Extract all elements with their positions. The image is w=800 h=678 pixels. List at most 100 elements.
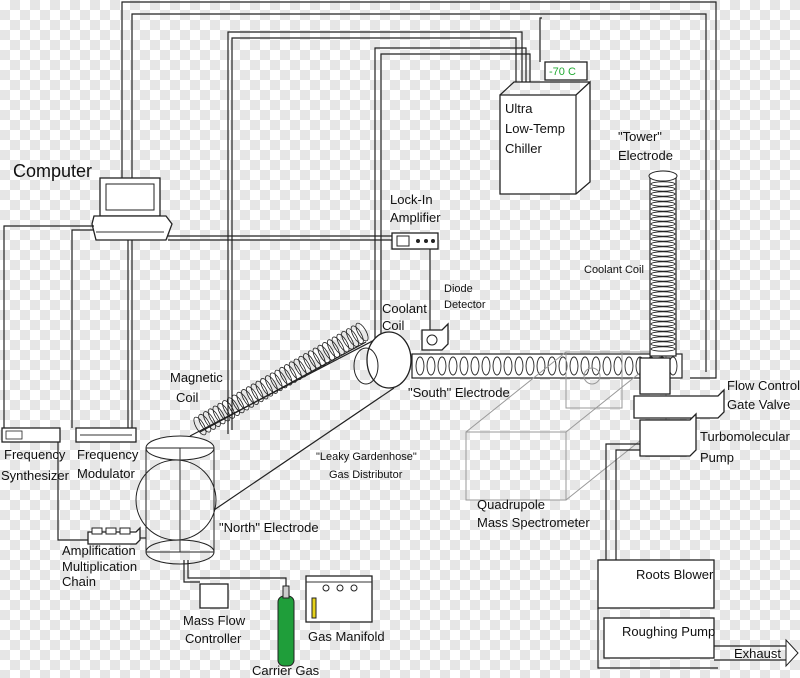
magnetic-coil-turn [260,378,274,397]
magnetic-coil-label-1: Magnetic [170,370,223,385]
magnetic-coil-turn [298,355,312,375]
tower-coil-turn [650,246,676,252]
magnetic-coil-turn [350,325,364,345]
lockin-label-2: Amplifier [390,210,441,225]
carrier-gas-label: Carrier Gas [252,663,320,678]
magnetic-coil-turn [336,333,350,353]
tower-coil-turn [650,221,676,227]
mass-flow-label-2: Controller [185,631,242,646]
tube-ring [492,356,502,376]
freq-mod-label-1: Frequency [77,447,139,462]
magnetic-coil-turn [341,331,355,350]
tower-label-2: Electrode [618,148,673,163]
magnetic-coil-turn [193,416,207,436]
magnetic-coil-turn [288,361,302,380]
magnetic-coil-turn [264,375,278,394]
tower-coil-turn [650,271,676,277]
tower-coil-turn [650,206,676,212]
magnetic-coil-turn [222,400,236,419]
magnetic-coil-turn [293,358,307,378]
amplification-multiplication-chain: Amplification Multiplication Chain [62,526,146,589]
tower-coil-turn [650,291,676,297]
roots-blower-roughing-pump: Roots Blower Roughing Pump Exhaust [597,559,799,669]
tower-coil-turn [650,331,676,337]
freq-synth-label-1: Frequency [4,447,66,462]
lockin-label-1: Lock-In [390,192,433,207]
tube-ring [536,356,546,376]
magnetic-coil-turn [303,353,317,372]
magnetic-coil-turn [317,344,331,364]
tower-coil-turn [650,301,676,307]
diode-detector: Diode Detector [421,283,486,351]
tower-coil-turn [650,266,676,272]
tower-coil-turn [650,286,676,292]
tower-coil-turn [650,251,676,257]
magnetic-coil-turn [312,347,326,367]
tower-coil-turn [650,321,676,327]
tower-coil-turn [650,261,676,267]
roughing-pump-label: Roughing Pump [622,624,715,639]
computer: Computer [13,161,173,241]
horizontal-coolant-tube [411,353,683,379]
exhaust-label: Exhaust [734,646,781,661]
tube-ring [525,356,535,376]
magnetic-coil-turn [198,413,212,433]
tower-coil-turn [650,196,676,202]
tower-coil-turn [650,341,676,347]
magnetic-coil-turn [241,389,255,408]
tube-ring [481,356,491,376]
chiller-label-3: Chiller [505,141,543,156]
tower-coil-turn [650,241,676,247]
magnetic-coil-label-2: Coil [176,390,199,405]
tower-electrode: "Tower" Electrode Coolant Coil [584,129,678,357]
gas-feed: Mass Flow Controller Carrier Gas Gas Man… [183,560,385,678]
frequency-modulator: Frequency Modulator [75,427,139,481]
amp-chain-label-3: Chain [62,574,96,589]
tower-coil-turn [650,181,676,187]
tower-coil-turn [650,201,676,207]
coolant-coil-mid-label-1: Coolant [382,301,427,316]
tube-ring [470,356,480,376]
vacuum-stack: Flow Control Gate Valve Turbomolecular P… [600,357,800,561]
tube-ring [591,356,601,376]
magnetic-coil-turn [231,394,245,414]
magnetic-coil-turn [322,342,336,361]
turbo-label-1: Turbomolecular [700,429,791,444]
plasma-tube [135,322,412,565]
magnetic-coil-turn [355,322,369,342]
diode-label-1: Diode [444,283,473,295]
amp-chain-label-1: Amplification [62,543,136,558]
tube-ring [569,356,579,376]
magnetic-coil-turn [203,411,217,430]
tower-coil-turn [650,236,676,242]
tower-coil-turn [650,276,676,282]
flow-control-label-1: Flow Control [727,378,800,393]
tube-ring [558,356,568,376]
gardenhose-label-2: Gas Distributor [329,469,403,481]
tower-coil-turn [650,281,676,287]
mass-flow-label-1: Mass Flow [183,613,246,628]
tube-ring [580,356,590,376]
tower-coil-turn [650,231,676,237]
tower-coil-turn [650,346,676,352]
carrier-gas-cylinder [277,595,295,667]
magnetic-coil-turn [245,386,259,405]
tower-coil-turn [650,316,676,322]
tower-coil-turn [650,326,676,332]
diode-label-2: Detector [444,299,486,311]
magnetic-coil-turn [331,336,345,356]
top-cable-loop [121,1,717,434]
tower-label-1: "Tower" [618,129,662,144]
tower-coolant-coil-label: Coolant Coil [584,264,644,276]
tower-coil-turn [650,186,676,192]
tower-coil-turn [650,306,676,312]
magnetic-coil-turn [284,364,298,383]
magnetic-coil-turn [345,328,359,347]
amp-chain-label-2: Multiplication [62,559,137,574]
tower-coil-turn [650,216,676,222]
ultra-low-temp-chiller: -70 C Ultra Low-Temp Chiller [499,61,591,195]
magnetic-coil-turn [274,369,288,389]
magnetic-coil-turn [279,366,293,386]
